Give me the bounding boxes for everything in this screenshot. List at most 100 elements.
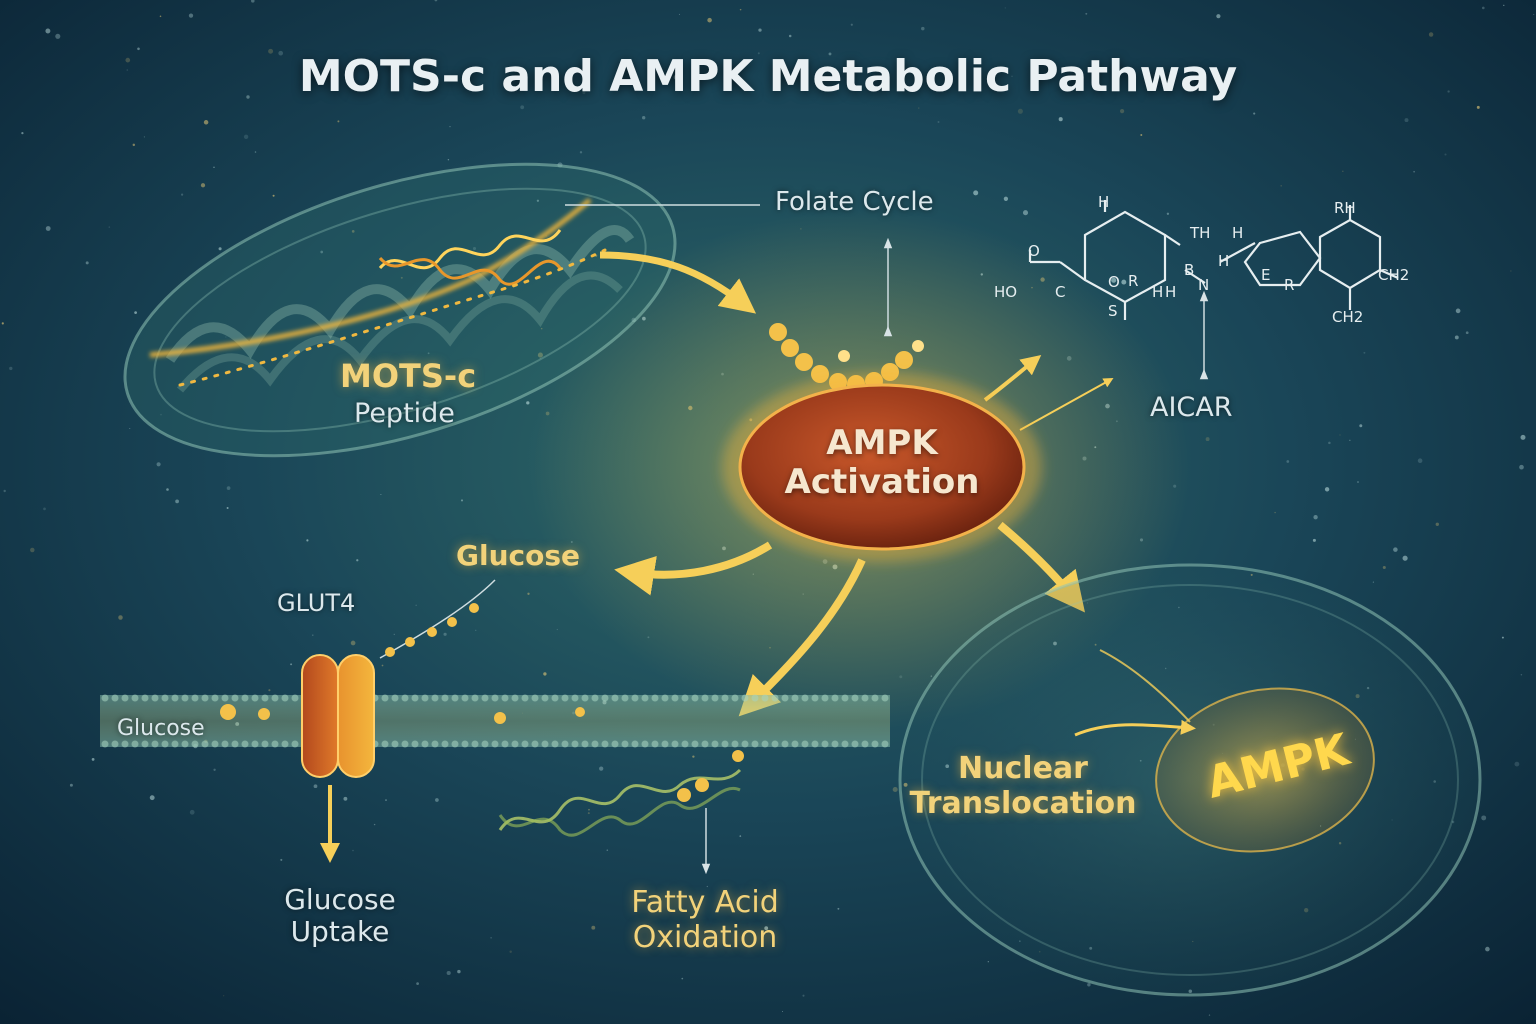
lipid-head [841, 740, 849, 748]
lipid-head [771, 740, 779, 748]
particle [1058, 117, 1063, 122]
particle [443, 632, 447, 636]
particle [802, 994, 805, 997]
particle [1402, 555, 1408, 561]
lipid-head [551, 740, 559, 748]
particle [1166, 212, 1170, 215]
lipid-head [521, 694, 529, 702]
particle [449, 125, 451, 128]
particle [1313, 515, 1318, 520]
lipid-head [511, 740, 519, 748]
lipid-head [861, 694, 869, 702]
lipid-head [471, 740, 479, 748]
particle [1444, 153, 1447, 156]
lipid-head [381, 694, 389, 702]
particle [213, 166, 215, 168]
glucose-uptake-line1: Glucose [284, 883, 396, 916]
particle [175, 499, 179, 504]
lipid-head [601, 694, 609, 702]
particle [1357, 481, 1359, 483]
particle [166, 488, 169, 491]
particle [588, 808, 590, 811]
lipid-head [491, 694, 499, 702]
lipid-head [201, 694, 209, 702]
particle [527, 592, 530, 595]
lipid-head [581, 694, 589, 702]
glucose-uptake-label: Glucose Uptake [250, 883, 430, 948]
particle [1428, 32, 1434, 37]
particle [434, 0, 438, 2]
particle [472, 246, 477, 251]
lipid-head [291, 694, 299, 702]
particle [850, 23, 853, 26]
atom-label: CH2 [1332, 308, 1363, 326]
lipid-head [881, 740, 889, 748]
lipid-head [691, 694, 699, 702]
lipid-head [741, 740, 749, 748]
particle [278, 50, 284, 56]
particle [579, 151, 583, 154]
lipid-head [461, 694, 469, 702]
particle [1455, 308, 1461, 314]
nuclear-line2: Translocation [909, 785, 1137, 821]
lipid-head [571, 740, 579, 748]
nuclear-translocation-label: Nuclear Translocation [898, 751, 1148, 821]
lipid-head [141, 694, 149, 702]
particle [1328, 441, 1331, 445]
particle [1022, 210, 1029, 216]
particle [1520, 673, 1523, 676]
particle [1435, 522, 1439, 526]
particle [475, 629, 477, 631]
particle [739, 8, 742, 11]
page-title: MOTS-c and AMPK Metabolic Pathway [298, 51, 1238, 102]
lipid-head [681, 694, 689, 702]
lipid-head [861, 740, 869, 748]
atom-label: H [1165, 283, 1176, 301]
particle [540, 327, 543, 330]
lipid-head [291, 740, 299, 748]
particle [313, 784, 318, 789]
particle [1382, 565, 1386, 570]
lipid-head [141, 740, 149, 748]
lipid-head [241, 740, 249, 748]
particle [213, 768, 216, 771]
lipid-head [501, 740, 509, 748]
folate-cycle-label: Folate Cycle [775, 187, 934, 217]
particle [189, 809, 195, 815]
lipid-head [541, 740, 549, 748]
lipid-head [171, 740, 179, 748]
particle [536, 199, 540, 202]
arrow-ampk-to-fatty-acid [738, 558, 866, 717]
atom-label: HO [994, 283, 1017, 301]
arrow-ampk-to-aicar-2 [1019, 378, 1114, 431]
particle [108, 226, 111, 228]
atom-label: O [1108, 273, 1120, 291]
lipid-head [591, 740, 599, 748]
lipid-head [771, 694, 779, 702]
lipid-head [781, 740, 789, 748]
particle [987, 961, 989, 963]
lipid-head [661, 740, 669, 748]
lipid-head [441, 740, 449, 748]
particle [1286, 460, 1290, 463]
lipid-head [481, 694, 489, 702]
particle [457, 969, 461, 974]
particle [1004, 7, 1006, 9]
lipid-head [201, 740, 209, 748]
lipid-head [671, 694, 679, 702]
arrow-mots-to-ampk [599, 251, 757, 314]
particle [435, 798, 439, 802]
target-cell [898, 563, 1482, 997]
particle [1011, 75, 1013, 77]
lipid-head [231, 694, 239, 702]
glucose-bead-chain [379, 579, 496, 659]
particle [1121, 279, 1127, 285]
particle [937, 121, 940, 123]
particle [223, 995, 225, 997]
lipid-head [631, 740, 639, 748]
lipid-head [741, 694, 749, 702]
atom-label: R [1284, 276, 1294, 294]
